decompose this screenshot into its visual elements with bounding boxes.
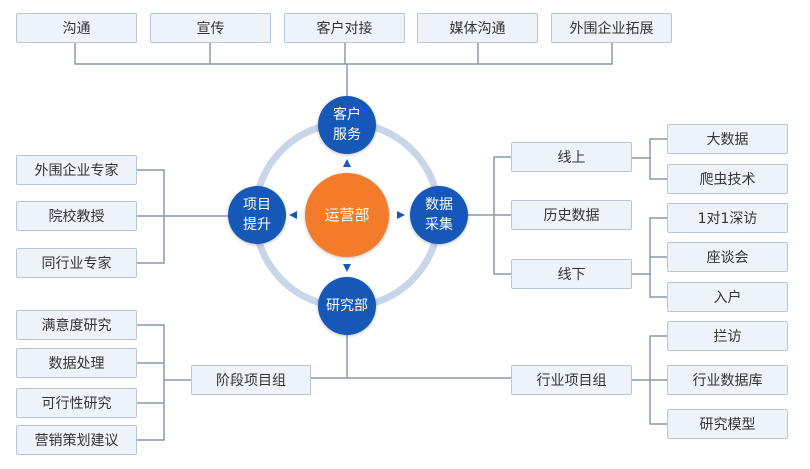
box-top-client-liaison: 客户对接 <box>284 13 405 43</box>
box-feasibility: 可行性研究 <box>16 388 137 418</box>
connector-stage-bus <box>137 324 165 441</box>
node-operations-center: 运营部 <box>305 173 389 257</box>
connector-top-bus <box>74 43 613 65</box>
node-data-collection: 数据采集 <box>410 186 468 244</box>
box-crawler: 爬虫技术 <box>667 164 788 194</box>
node-data-collection-label: 数据采集 <box>425 197 453 233</box>
node-project-upgrade: 项目提升 <box>228 186 286 244</box>
box-industry-group: 行业项目组 <box>511 365 632 395</box>
box-intercept: 拦访 <box>667 321 788 351</box>
node-customer-service: 客户服务 <box>318 96 376 154</box>
box-marketing: 营销策划建议 <box>16 425 137 455</box>
box-top-media: 媒体沟通 <box>417 13 538 43</box>
box-top-partner-expansion: 外围企业拓展 <box>551 13 672 43</box>
node-research: 研究部 <box>318 277 376 335</box>
box-interview: 1对1深访 <box>667 203 788 233</box>
box-top-communication: 沟通 <box>16 13 137 43</box>
node-project-upgrade-label: 项目提升 <box>243 197 271 233</box>
arrow-left <box>289 211 297 219</box>
box-research-model: 研究模型 <box>667 409 788 439</box>
box-household: 入户 <box>667 282 788 312</box>
box-big-data: 大数据 <box>667 124 788 154</box>
box-online: 线上 <box>511 142 632 172</box>
box-stage-group: 阶段项目组 <box>191 365 311 395</box>
arrow-right <box>397 211 405 219</box>
arrow-up <box>343 159 351 167</box>
box-industry-database: 行业数据库 <box>667 365 788 395</box>
box-data-processing: 数据处理 <box>16 348 137 378</box>
node-customer-service-label: 客户服务 <box>333 107 361 143</box>
box-expert-professor: 院校教授 <box>16 201 137 231</box>
node-research-label: 研究部 <box>326 298 368 314</box>
arrows <box>289 159 405 272</box>
box-expert-industry: 同行业专家 <box>16 248 137 278</box>
connector-online-bus <box>649 138 667 180</box>
box-satisfaction: 满意度研究 <box>16 310 137 340</box>
arrow-down <box>343 264 351 272</box>
connectors <box>74 43 667 441</box>
box-expert-partner: 外围企业专家 <box>16 155 137 185</box>
box-offline: 线下 <box>511 259 632 289</box>
box-top-promotion: 宣传 <box>150 13 271 43</box>
node-operations-center-label: 运营部 <box>324 206 370 224</box>
connector-research-groups <box>311 335 348 379</box>
box-history-data: 历史数据 <box>511 200 632 230</box>
box-forum: 座谈会 <box>667 242 788 272</box>
